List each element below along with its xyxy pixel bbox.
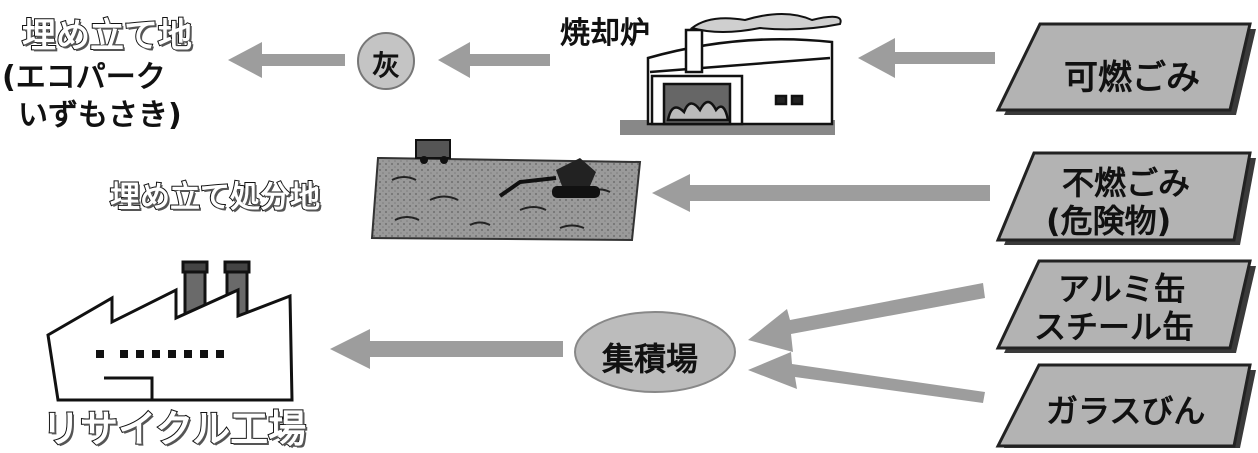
collection-point-label: 集積場 (602, 340, 699, 378)
source-box-burnable (995, 22, 1256, 115)
source-box-non-burnable (995, 151, 1256, 245)
landfill-subtitle-line1: (エコパーク (2, 60, 166, 95)
incinerator-illustration (620, 13, 842, 135)
source-label-cans-line1: アルミ缶 (1058, 270, 1186, 308)
disposal-site-illustration (370, 139, 642, 242)
ash-label: 灰 (372, 49, 401, 82)
arrow-cans-to-collection (748, 283, 985, 352)
source-label-non-burnable-line2: (危険物) (1046, 202, 1172, 240)
arrow-glass-to-collection (748, 352, 985, 403)
source-box-glass (995, 363, 1256, 448)
recycling-factory-illustration (46, 260, 294, 402)
recycling-plant-label: リサイクル工場 (41, 406, 307, 452)
landfill-title: 埋め立て地 (21, 15, 193, 57)
source-label-burnable: 可燃ごみ (1064, 58, 1200, 98)
ash-circle (357, 32, 415, 90)
disposal-site-label: 埋め立て処分地 (109, 179, 321, 216)
landfill-subtitle-line2: いずもさき) (18, 98, 182, 133)
source-label-non-burnable-line1: 不燃ごみ (1062, 164, 1191, 202)
source-label-cans-line2: スチール缶 (1034, 308, 1195, 346)
source-box-cans (995, 259, 1256, 353)
incinerator-label: 焼却炉 (560, 16, 650, 51)
arrow-burnable-to-incinerator (858, 38, 995, 78)
arrow-nonburnable-to-disposal (652, 174, 990, 212)
source-label-glass: ガラスびん (1046, 392, 1206, 430)
arrow-ash-to-landfill (228, 42, 345, 78)
collection-ellipse (574, 311, 736, 393)
arrow-collection-to-recycling (330, 329, 563, 369)
arrow-incinerator-to-ash (438, 42, 550, 78)
